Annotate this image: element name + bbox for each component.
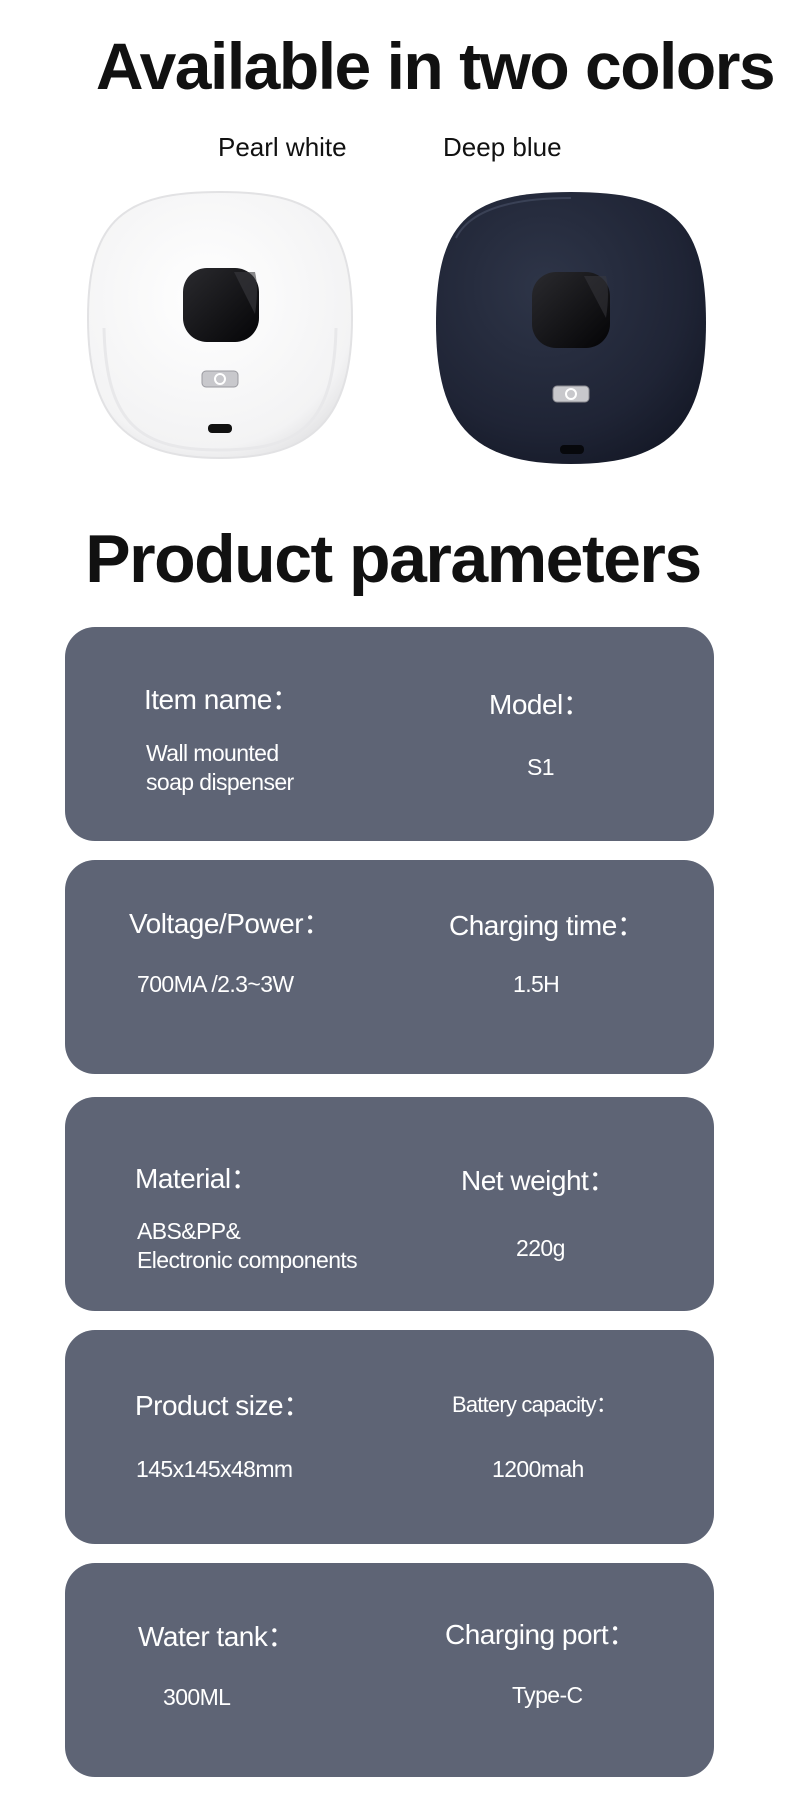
- item-name-value: Wall mounted soap dispenser: [146, 740, 294, 795]
- battery-capacity-label: Battery capacity：: [452, 1392, 618, 1417]
- product-size-label: Product size：: [135, 1390, 311, 1421]
- charging-port-value: Type-C: [512, 1682, 583, 1708]
- net-weight-value: 220g: [516, 1235, 565, 1261]
- param-card-material-net-weight: Material： ABS&PP& Electronic components …: [65, 1097, 714, 1311]
- water-tank-value: 300ML: [163, 1684, 231, 1710]
- param-card-size-battery: Product size： 145x145x48mm Battery capac…: [65, 1330, 714, 1544]
- colors-heading: Available in two colors: [95, 29, 776, 103]
- voltage-power-value: 700MA /2.3~3W: [137, 971, 294, 997]
- product-size-value: 145x145x48mm: [136, 1456, 293, 1482]
- battery-capacity-value: 1200mah: [492, 1456, 584, 1482]
- pearl-white-label: Pearl white: [218, 132, 347, 162]
- net-weight-label: Net weight：: [461, 1165, 616, 1196]
- deep-blue-label: Deep blue: [443, 132, 562, 162]
- charging-time-label: Charging time：: [449, 910, 645, 941]
- charging-port-label: Charging port：: [445, 1619, 636, 1650]
- param-card-water-tank-charging-port: Water tank： 300ML Charging port： Type-C: [65, 1563, 714, 1777]
- voltage-power-label: Voltage/Power：: [129, 908, 331, 939]
- model-label: Model：: [489, 689, 591, 720]
- param-card-voltage-charging-time: Voltage/Power： 700MA /2.3~3W Charging ti…: [65, 860, 714, 1074]
- deep-blue-dispenser-image: [436, 192, 706, 464]
- item-name-label: Item name：: [144, 684, 300, 715]
- material-label: Material：: [135, 1163, 259, 1194]
- material-value: ABS&PP& Electronic components: [137, 1218, 358, 1273]
- water-tank-label: Water tank：: [138, 1621, 295, 1652]
- pearl-white-dispenser-image: [86, 190, 354, 460]
- model-value: S1: [527, 754, 555, 780]
- param-card-item-name-model: Item name： Wall mounted soap dispenser M…: [65, 627, 714, 841]
- product-parameters-heading: Product parameters: [85, 521, 702, 597]
- charging-time-value: 1.5H: [513, 971, 560, 997]
